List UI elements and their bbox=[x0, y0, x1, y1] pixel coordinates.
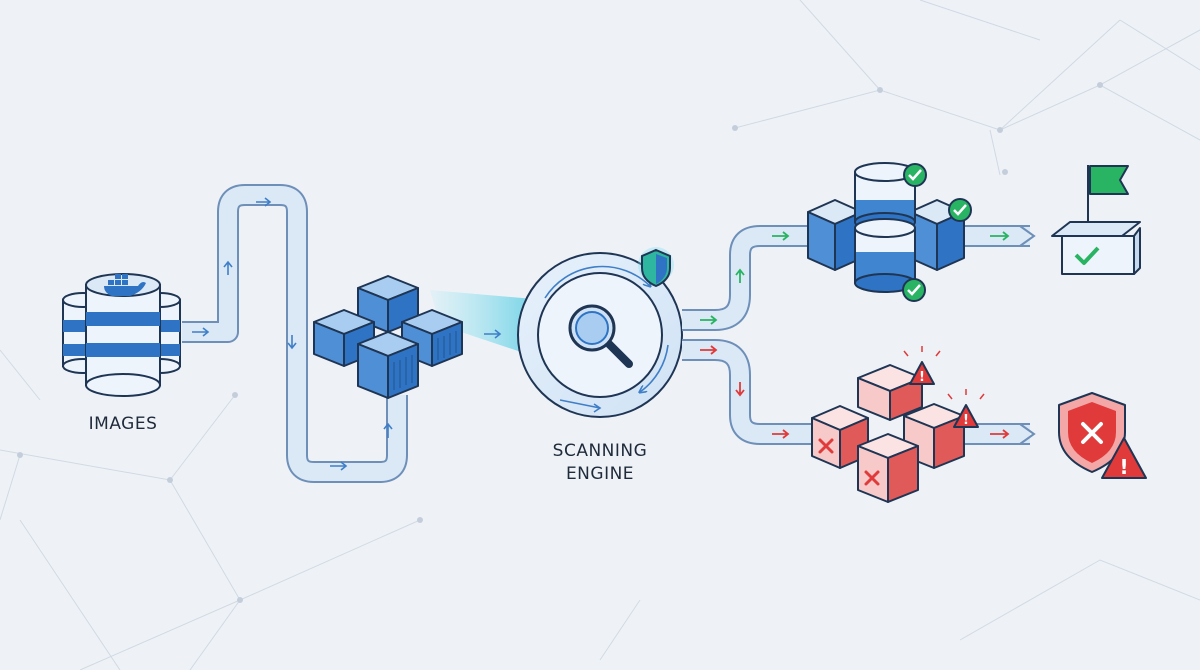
warning-badges: ! ! bbox=[903, 346, 985, 428]
scanning-engine-label-line1: SCANNING bbox=[552, 441, 648, 461]
scanning-engine-label-line2: ENGINE bbox=[565, 464, 635, 484]
docker-database-icon bbox=[62, 273, 181, 397]
vulnerable-containers-icon bbox=[811, 364, 965, 503]
shield-x-warning-icon: ! bbox=[1058, 392, 1147, 479]
check-badges bbox=[902, 163, 972, 302]
scanning-engine bbox=[517, 247, 683, 418]
shield-check-icon bbox=[638, 247, 674, 288]
passed-containers-icon bbox=[807, 162, 965, 293]
box-with-flag-icon bbox=[1051, 165, 1141, 275]
scanning-engine-label: SCANNING ENGINE bbox=[530, 440, 670, 486]
scan-beam bbox=[430, 290, 545, 360]
magnifier-icon bbox=[568, 304, 633, 368]
svg-text:!: ! bbox=[919, 370, 925, 385]
svg-text:!: ! bbox=[1119, 455, 1128, 479]
svg-text:!: ! bbox=[963, 413, 969, 428]
output-pipes bbox=[682, 225, 1036, 445]
images-label: IMAGES bbox=[88, 414, 158, 434]
container-cluster-icon bbox=[313, 275, 463, 399]
input-pipe bbox=[182, 184, 408, 483]
background-nodes bbox=[17, 82, 1103, 603]
